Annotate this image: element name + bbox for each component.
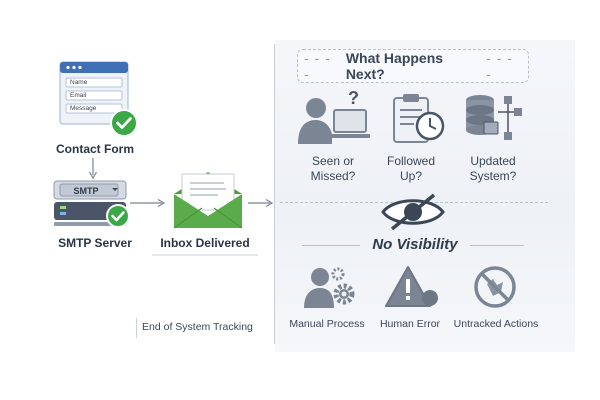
question-followed-up: Followed Up? — [386, 154, 436, 183]
end-of-tracking-label: End of System Tracking — [142, 321, 253, 333]
question-seen-or-missed: Seen or Missed? — [310, 154, 356, 183]
untracked-icon — [474, 266, 516, 308]
arrow-right-icon — [130, 198, 166, 208]
title-text: What Happens Next? — [345, 50, 444, 82]
end-tracking-rule — [136, 318, 138, 338]
clipboard-clock-icon — [393, 94, 445, 143]
arrow-right-icon — [248, 198, 274, 208]
smtp-badge: SMTP — [73, 186, 99, 196]
inbox-delivered-label: Inbox Delivered — [160, 236, 250, 250]
no-visibility-rule-right — [470, 245, 524, 246]
contact-form-icon — [59, 61, 138, 137]
form-field-email: Email — [70, 92, 87, 99]
question-updated-system: Updated System? — [469, 154, 517, 183]
eye-slash-icon — [381, 193, 445, 231]
svg-text:?: ? — [348, 90, 359, 108]
form-field-message: Message — [70, 105, 97, 112]
no-visibility-label: No Visibility — [372, 236, 458, 253]
smtp-server-icon — [53, 180, 130, 228]
issue-manual-process: Manual Process — [289, 318, 365, 330]
person-at-computer-icon: ? — [298, 90, 370, 144]
inbox-underline — [152, 254, 258, 256]
person-gear-icon — [304, 267, 355, 308]
form-field-name: Name — [70, 79, 88, 86]
check-icon — [110, 109, 138, 137]
database-network-icon — [466, 95, 522, 140]
what-happens-next-title: - - - - What Happens Next? - - - - — [297, 49, 529, 83]
smtp-server-label: SMTP Server — [58, 236, 132, 250]
check-icon — [106, 204, 130, 228]
panel-divider — [274, 44, 275, 344]
warning-icon — [385, 266, 438, 307]
contact-form-label: Contact Form — [56, 142, 134, 156]
issue-human-error: Human Error — [379, 318, 441, 330]
arrow-down-icon — [88, 158, 98, 180]
issue-untracked-actions: Untracked Actions — [453, 318, 539, 330]
envelope-icon — [173, 172, 243, 229]
no-visibility-rule-left — [302, 245, 360, 246]
